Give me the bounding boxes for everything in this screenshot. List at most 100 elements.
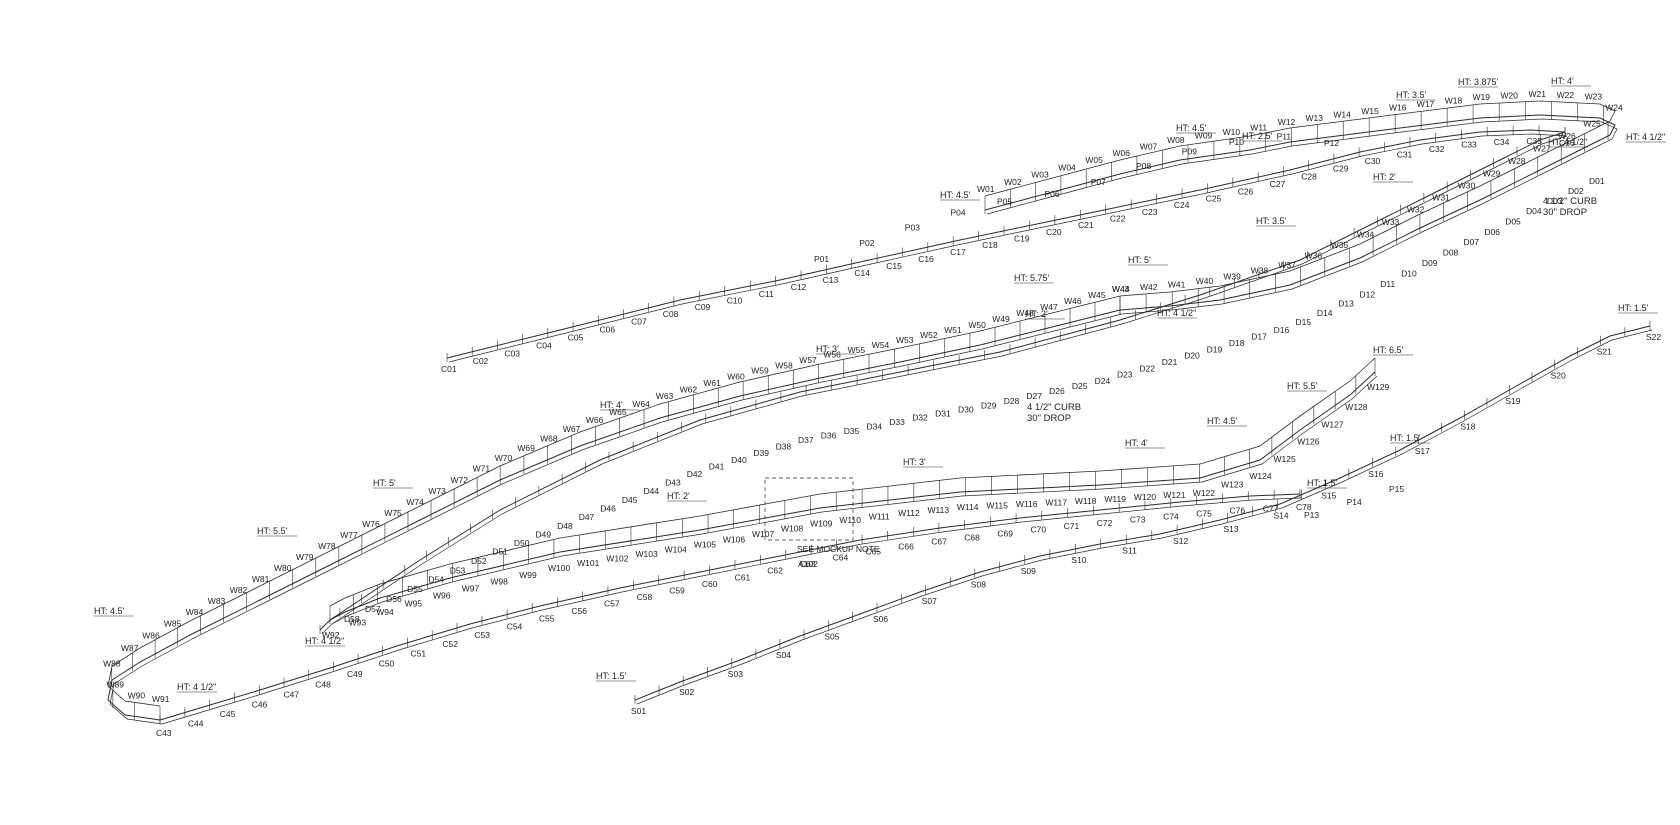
- segment-label: S14: [1274, 511, 1289, 521]
- segment-label: W48: [1016, 308, 1034, 318]
- segment-label: P05: [997, 196, 1012, 206]
- segment-label: W47: [1040, 302, 1058, 312]
- segment-label: W04: [1058, 162, 1076, 172]
- segment-label: S18: [1460, 422, 1475, 432]
- segment-label: W03: [1031, 170, 1049, 180]
- segment-label: W115: [986, 500, 1008, 510]
- segment-label: D54: [428, 575, 444, 585]
- segment-label: S08: [971, 580, 986, 590]
- curb-note-b-line2: 30" DROP: [1027, 413, 1071, 424]
- segment-label: W105: [694, 540, 716, 550]
- segment-label: W110: [839, 515, 861, 525]
- segment-label: C46: [252, 699, 268, 709]
- segment-label: P07: [1091, 177, 1106, 187]
- segment-label: W57: [799, 355, 817, 365]
- segment-label: C68: [964, 533, 980, 543]
- segment-label: D26: [1049, 386, 1065, 396]
- segment-label: C34: [1494, 137, 1510, 147]
- segment-label: C78: [1296, 502, 1312, 512]
- height-label: HT: 4': [1551, 76, 1574, 86]
- segment-label: W85: [164, 619, 182, 629]
- segment-label: S06: [873, 614, 888, 624]
- segment-label: S11: [1122, 546, 1137, 556]
- height-label: HT: 2': [1025, 309, 1048, 319]
- height-label: HT: 4': [1125, 438, 1148, 448]
- segment-label: C70: [1031, 525, 1047, 535]
- segment-label: W123: [1221, 479, 1243, 489]
- segment-label: D11: [1380, 279, 1395, 289]
- segment-label: W20: [1501, 91, 1519, 101]
- segment-label: D23: [1117, 370, 1133, 380]
- segment-label: W21: [1529, 89, 1547, 99]
- segment-label: W121: [1163, 490, 1185, 500]
- segment-label: C64: [833, 553, 849, 563]
- segment-label: D46: [600, 504, 616, 514]
- segment-label: W69: [517, 443, 535, 453]
- wall-top-wTop: [984, 100, 1616, 297]
- segment-label: W25: [1583, 118, 1601, 128]
- segment-label: D36: [821, 431, 837, 441]
- segment-label: W75: [384, 508, 402, 518]
- segment-label: D35: [844, 426, 860, 436]
- segment-label: D47: [579, 512, 595, 522]
- mockup-box: [764, 477, 854, 541]
- segment-label: W111: [869, 512, 890, 522]
- segment-label: W77: [340, 530, 358, 540]
- segment-label: W70: [495, 453, 513, 463]
- segment-label: C60: [702, 579, 718, 589]
- segment-label: C23: [1142, 207, 1158, 217]
- segment-label: S20: [1551, 371, 1566, 381]
- segment-label: C43: [156, 728, 172, 738]
- segment-label: C25: [1206, 193, 1222, 203]
- segment-label: D55: [407, 584, 423, 594]
- height-label: HT: 4 1/2": [305, 636, 344, 646]
- segment-label: W84: [186, 607, 204, 617]
- height-label: HT: 4 1/2": [1157, 308, 1196, 318]
- height-label: HT: 6.5': [1373, 345, 1404, 355]
- segment-label: C61: [735, 572, 751, 582]
- segment-label: W91: [152, 694, 170, 704]
- segment-label: D34: [867, 422, 883, 432]
- segment-label: D05: [1505, 216, 1521, 226]
- segment-label: W64: [632, 399, 650, 409]
- segment-label: D27: [1026, 391, 1042, 401]
- segment-label: W102: [606, 554, 628, 564]
- segment-label: D02: [1568, 186, 1584, 196]
- segment-label: W59: [751, 366, 769, 376]
- segment-label: W32: [1407, 205, 1425, 215]
- height-label: HT: 5.75': [1014, 273, 1050, 283]
- segment-label: C63: [800, 559, 816, 569]
- segment-label: C02: [473, 356, 489, 366]
- segment-label: W37: [1278, 260, 1296, 270]
- segment-label: W18: [1445, 95, 1463, 105]
- segment-label: D18: [1229, 338, 1245, 348]
- wall-edge-wOuter: [331, 375, 1378, 625]
- segment-label: W53: [896, 335, 914, 345]
- wall-edge-cTop: [448, 133, 1568, 363]
- segment-label: W117: [1045, 497, 1067, 507]
- segment-label: C14: [854, 268, 870, 278]
- segment-label: W124: [1249, 471, 1271, 481]
- height-label: HT: 5': [373, 478, 396, 488]
- segment-label: C27: [1270, 179, 1286, 189]
- segment-label: S09: [1021, 566, 1036, 576]
- segment-label: D24: [1095, 376, 1111, 386]
- segment-label: W108: [781, 524, 803, 534]
- segment-label: C12: [791, 282, 807, 292]
- segment-label: S03: [728, 669, 743, 679]
- segment-label: C11: [759, 289, 774, 299]
- segment-label: W67: [563, 424, 581, 434]
- segment-label: C66: [898, 542, 914, 552]
- segment-label: W26: [1558, 131, 1576, 141]
- segment-label: W104: [665, 544, 687, 554]
- segment-label: S17: [1415, 446, 1430, 456]
- segment-label: W61: [703, 378, 721, 388]
- segment-label: W39: [1223, 272, 1241, 282]
- segment-label: P03: [905, 223, 920, 233]
- segment-label: C54: [507, 622, 523, 632]
- segment-label: W58: [775, 360, 793, 370]
- segment-label: D48: [557, 521, 573, 531]
- segment-label: C22: [1110, 214, 1126, 224]
- wall-line-cTop: [446, 129, 1566, 359]
